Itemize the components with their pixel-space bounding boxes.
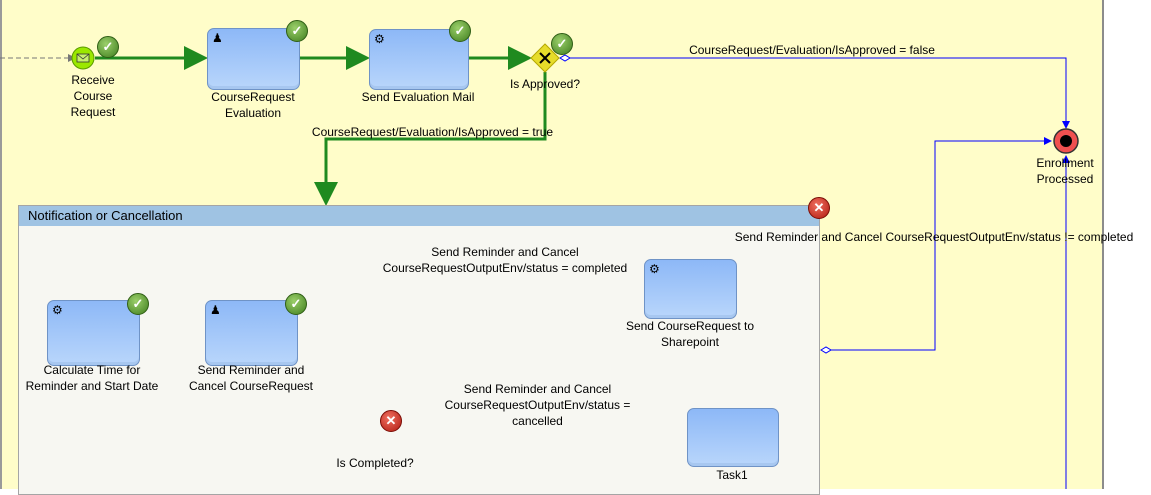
- gateway-is-approved[interactable]: [530, 43, 560, 73]
- task-courserequest-evaluation[interactable]: ♟: [207, 28, 300, 90]
- task-label: Task1: [716, 468, 748, 482]
- error-icon: ✕: [808, 197, 830, 219]
- task-send-reminder-cancel[interactable]: ♟: [205, 300, 298, 366]
- gear-icon: ⚙: [374, 32, 385, 46]
- gateway-label: Is Approved?: [509, 77, 581, 91]
- gateway-label: Is Completed?: [336, 456, 414, 470]
- check-icon: ✓: [286, 20, 308, 42]
- person-icon: ♟: [210, 303, 221, 317]
- envelope-icon: [76, 53, 90, 63]
- subprocess-notification-or-cancellation[interactable]: Notification or Cancellation: [18, 205, 820, 495]
- person-icon: ♟: [212, 31, 223, 45]
- task-task1[interactable]: [687, 408, 779, 467]
- task-send-to-sharepoint[interactable]: ⚙: [644, 259, 737, 319]
- subprocess-title: Notification or Cancellation: [19, 206, 819, 226]
- start-event[interactable]: [71, 46, 95, 70]
- check-icon: ✓: [551, 33, 573, 55]
- flow-status-not-completed[interactable]: [828, 137, 1052, 351]
- task-calculate-time[interactable]: ⚙: [47, 300, 140, 366]
- gear-icon: ⚙: [52, 303, 63, 317]
- check-icon: ✓: [285, 293, 307, 315]
- flow-approved-true[interactable]: [314, 72, 547, 206]
- task-label: Send Evaluation Mail: [361, 90, 475, 104]
- flow-approved-false[interactable]: [567, 57, 1070, 129]
- flow-label-false: CourseRequest/Evaluation/IsApproved = fa…: [689, 43, 935, 57]
- flow-label-not-completed: Send Reminder and Cancel CourseRequestOu…: [734, 230, 1134, 244]
- end-event[interactable]: [1053, 128, 1079, 154]
- error-icon: ✕: [380, 410, 402, 432]
- gear-icon: ⚙: [649, 262, 660, 276]
- flow-label-true: CourseRequest/Evaluation/IsApproved = tr…: [311, 125, 554, 139]
- check-icon: ✓: [127, 293, 149, 315]
- check-icon: ✓: [97, 36, 119, 58]
- x-icon: [539, 52, 551, 64]
- check-icon: ✓: [449, 20, 471, 42]
